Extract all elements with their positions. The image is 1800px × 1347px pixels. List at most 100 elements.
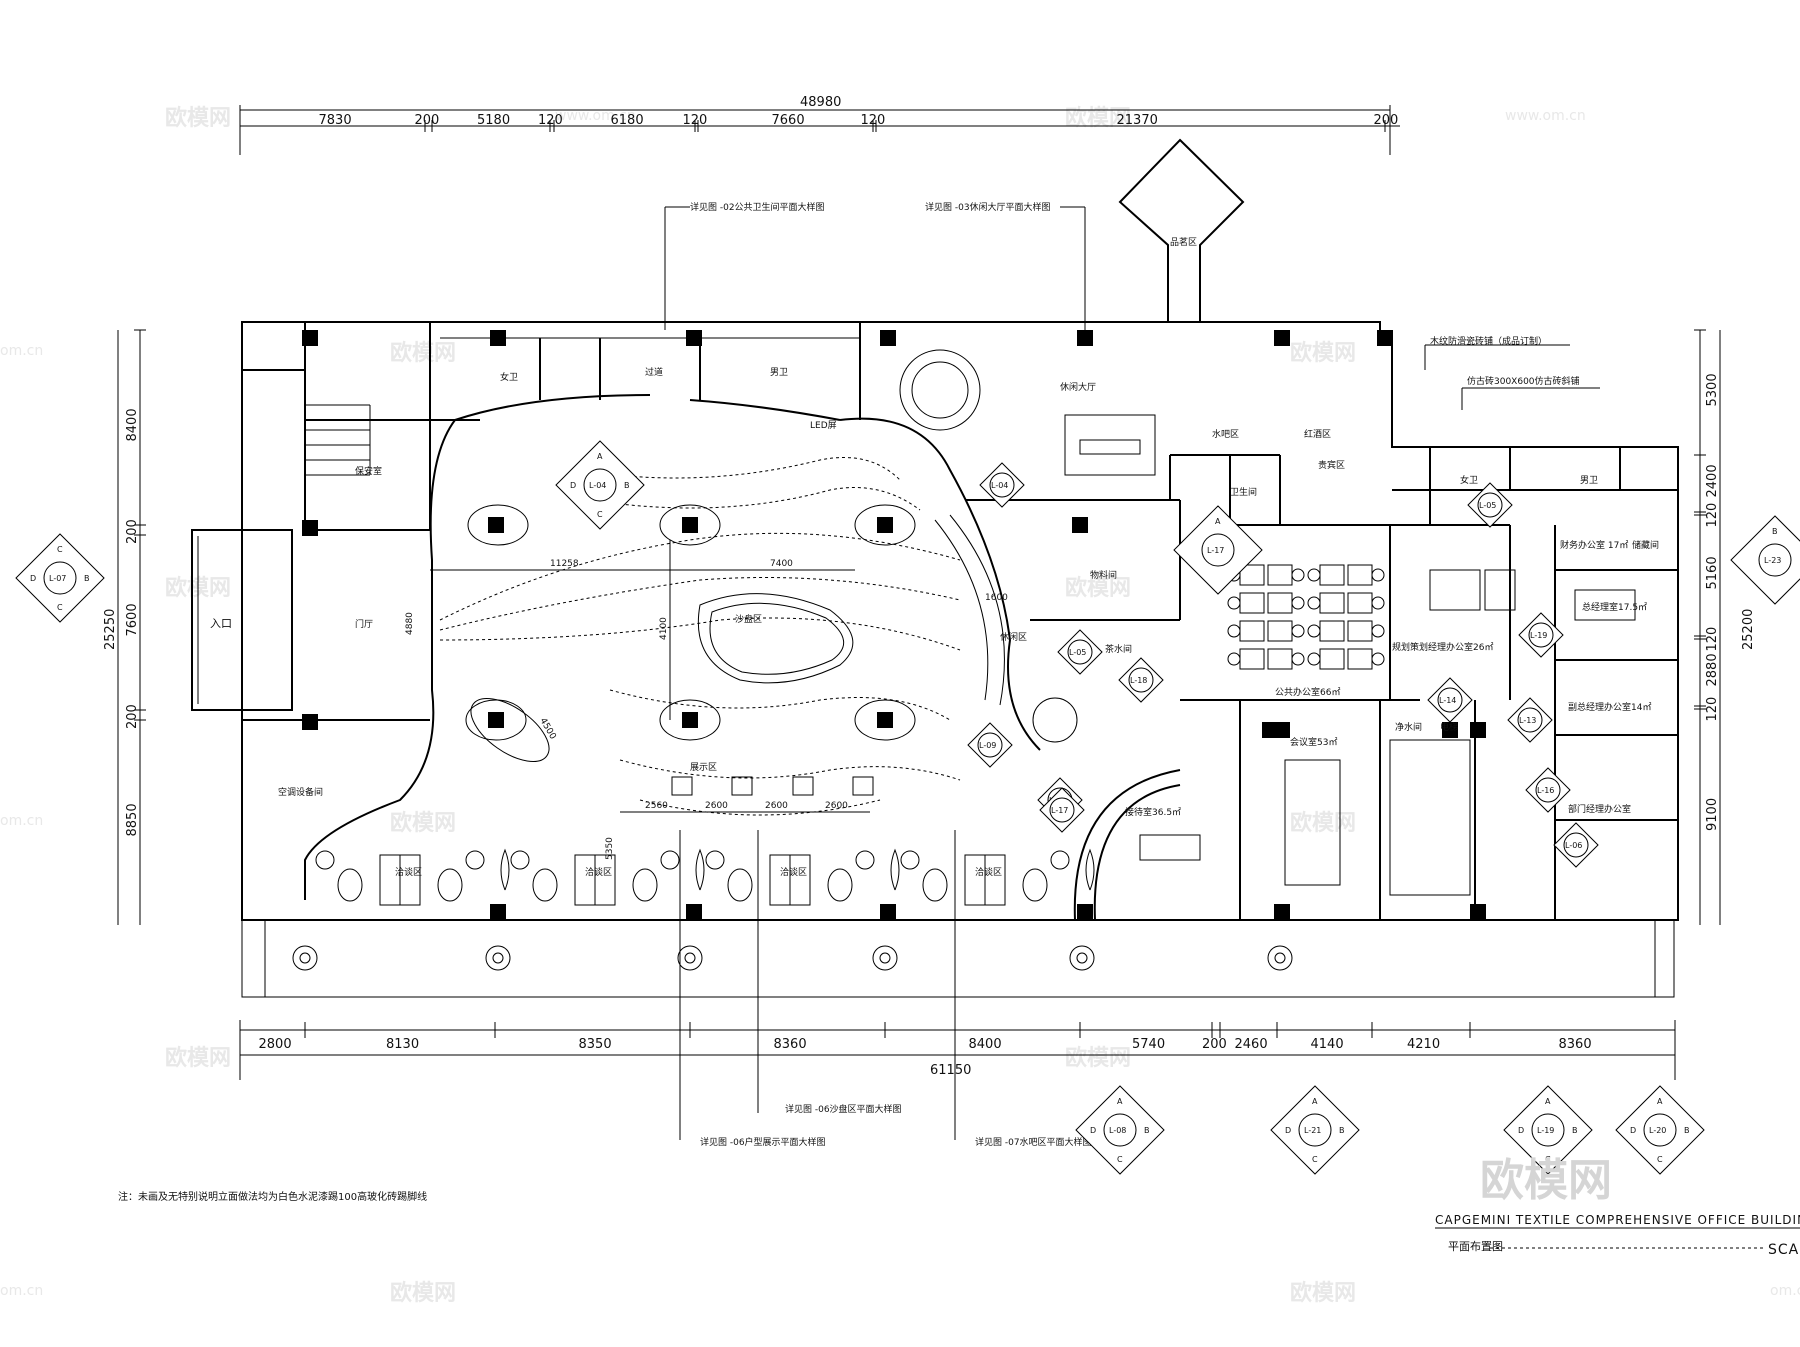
planter-core [684,952,696,964]
side-table [437,868,463,902]
label-men-wc-left: 男卫 [770,367,788,378]
marker-label: L-18 [1130,676,1147,685]
lobby-features [465,349,1156,796]
column [1077,904,1093,920]
label-negotiation-3: 洽谈区 [780,866,807,878]
marker-diamond [967,722,1013,768]
round-table[interactable] [899,349,981,431]
interior-walls [242,322,1678,921]
label-display: 展示区 [690,762,717,773]
column [682,517,698,533]
column [488,712,504,728]
office-chair [1307,568,1321,582]
label-public-office: 公共办公室66㎡ [1275,686,1340,698]
tag-circle [1531,1113,1565,1147]
office-chair [1371,596,1385,610]
label-foyer: 门厅 [355,618,373,630]
callout-antique-tile: 仿古砖300X600仿古砖斜铺 [1467,375,1580,387]
bottom-dim-2: 8350 [579,1037,612,1052]
tag-left-letter: D [30,574,36,583]
column [1377,330,1393,346]
side-table [632,868,658,902]
reception-sofa[interactable] [1139,834,1201,861]
bottom-dim-4: 8400 [969,1037,1002,1052]
callout-wood-tile: 木纹防滑瓷砖铺（成品订制） [1430,335,1547,347]
bottom-dim-5: 5740 [1132,1037,1165,1052]
right-dim-6: 120 [1705,697,1720,722]
oval-ceiling-lamp [854,699,916,741]
inner-dim-2600b: 2600 [765,801,788,811]
tag-circle [1103,1113,1137,1147]
bottom-dim-0: 2800 [259,1037,292,1052]
tag-mid-label: L-07 [49,574,66,583]
manager-desk[interactable] [1574,589,1636,621]
oval-lamp-group [465,504,916,762]
marker-label: L-16 [1537,786,1554,795]
meeting-table[interactable] [1284,759,1341,886]
top-dim-6: 7660 [772,113,805,128]
lobby-curved-stair [934,519,989,701]
scale-label: SCA [1768,1242,1799,1258]
marker-label: L-14 [1439,696,1456,705]
label-red-wine: 红酒区 [1304,428,1331,440]
oval-ceiling-lamp [659,699,721,741]
plant [1085,848,1095,891]
section-marker: L-14 [1427,677,1473,723]
oval-ceiling-lamp [854,504,916,546]
section-marker: L-13 [1507,697,1553,743]
office-chair [1307,652,1321,666]
tag-top-letter: C [57,545,63,554]
callout-water-bar: 详见图 -07水吧区平面大样图 [975,1136,1092,1148]
marker-diamond [1057,629,1103,675]
side-table [727,868,753,902]
planning-desk[interactable] [1429,569,1481,611]
room-labels: 入口 门厅 保安室 空调设备间 女卫 过道 男卫 休闲大厅 物料间 水吧区 红酒… [210,237,1659,878]
label-corridor: 过道 [645,366,663,378]
callout-leaders: 详见图 -02公共卫生间平面大样图 详见图 -03休闲大厅平面大样图 详见图 -… [664,201,1600,1148]
label-meeting-room: 会议室53㎡ [1290,736,1337,748]
label-water-bar: 水吧区 [1212,428,1239,440]
sand-table[interactable] [697,593,854,684]
marker-diamond [979,462,1025,508]
section-marker: L-04 [979,462,1025,508]
watermark-brand: 欧模网 [1065,575,1131,601]
left-dim-0: 8400 [125,408,140,441]
drawing-title-en: CAPGEMINI TEXTILE COMPREHENSIVE OFFICE B… [1435,1213,1800,1227]
desk [1347,648,1373,670]
column [880,330,896,346]
tag-diamond [555,440,645,530]
left-total-dim: 25250 [103,609,118,650]
tag-bottom-letter: C [597,510,603,519]
office-chair [1307,596,1321,610]
marker-label: L-19 [1530,631,1547,640]
label-storage: 储藏间 [1632,539,1659,551]
label-general-office: 总经理室17.5㎡ [1582,601,1647,613]
tag-right-letter: B [624,481,630,490]
marker-label: L-04 [991,481,1008,490]
lobby-curve-left [304,419,456,900]
office-chair [1307,624,1321,638]
watermark-brand: 欧模网 [1290,810,1356,836]
column [877,712,893,728]
inner-dim-1600: 1600 [985,593,1008,603]
right-dim-3: 5160 [1705,556,1720,589]
watermark-brand: 欧模网 [1065,1045,1131,1071]
label-tasting: 品茗区 [1170,237,1197,248]
label-negotiation-1: 洽谈区 [395,866,422,878]
tag-mid-label: L-21 [1304,1126,1321,1135]
section-marker: L-16 [1525,767,1571,813]
callout-leisure-hall: 详见图 -03休闲大厅平面大样图 [925,201,1051,213]
desk [1239,620,1265,642]
marker-diamond [1118,657,1164,703]
tag-circle [1758,543,1792,577]
curved-partition-left [454,394,651,421]
planning-desk[interactable] [1484,569,1516,611]
tag-bottom-letter: C [1657,1155,1663,1164]
marker-label: L-06 [1565,841,1582,850]
outer-wall [241,321,1679,921]
label-deputy-office: 副总经理办公室14㎡ [1568,701,1651,713]
tag-mid-label: L-23 [1764,556,1781,565]
